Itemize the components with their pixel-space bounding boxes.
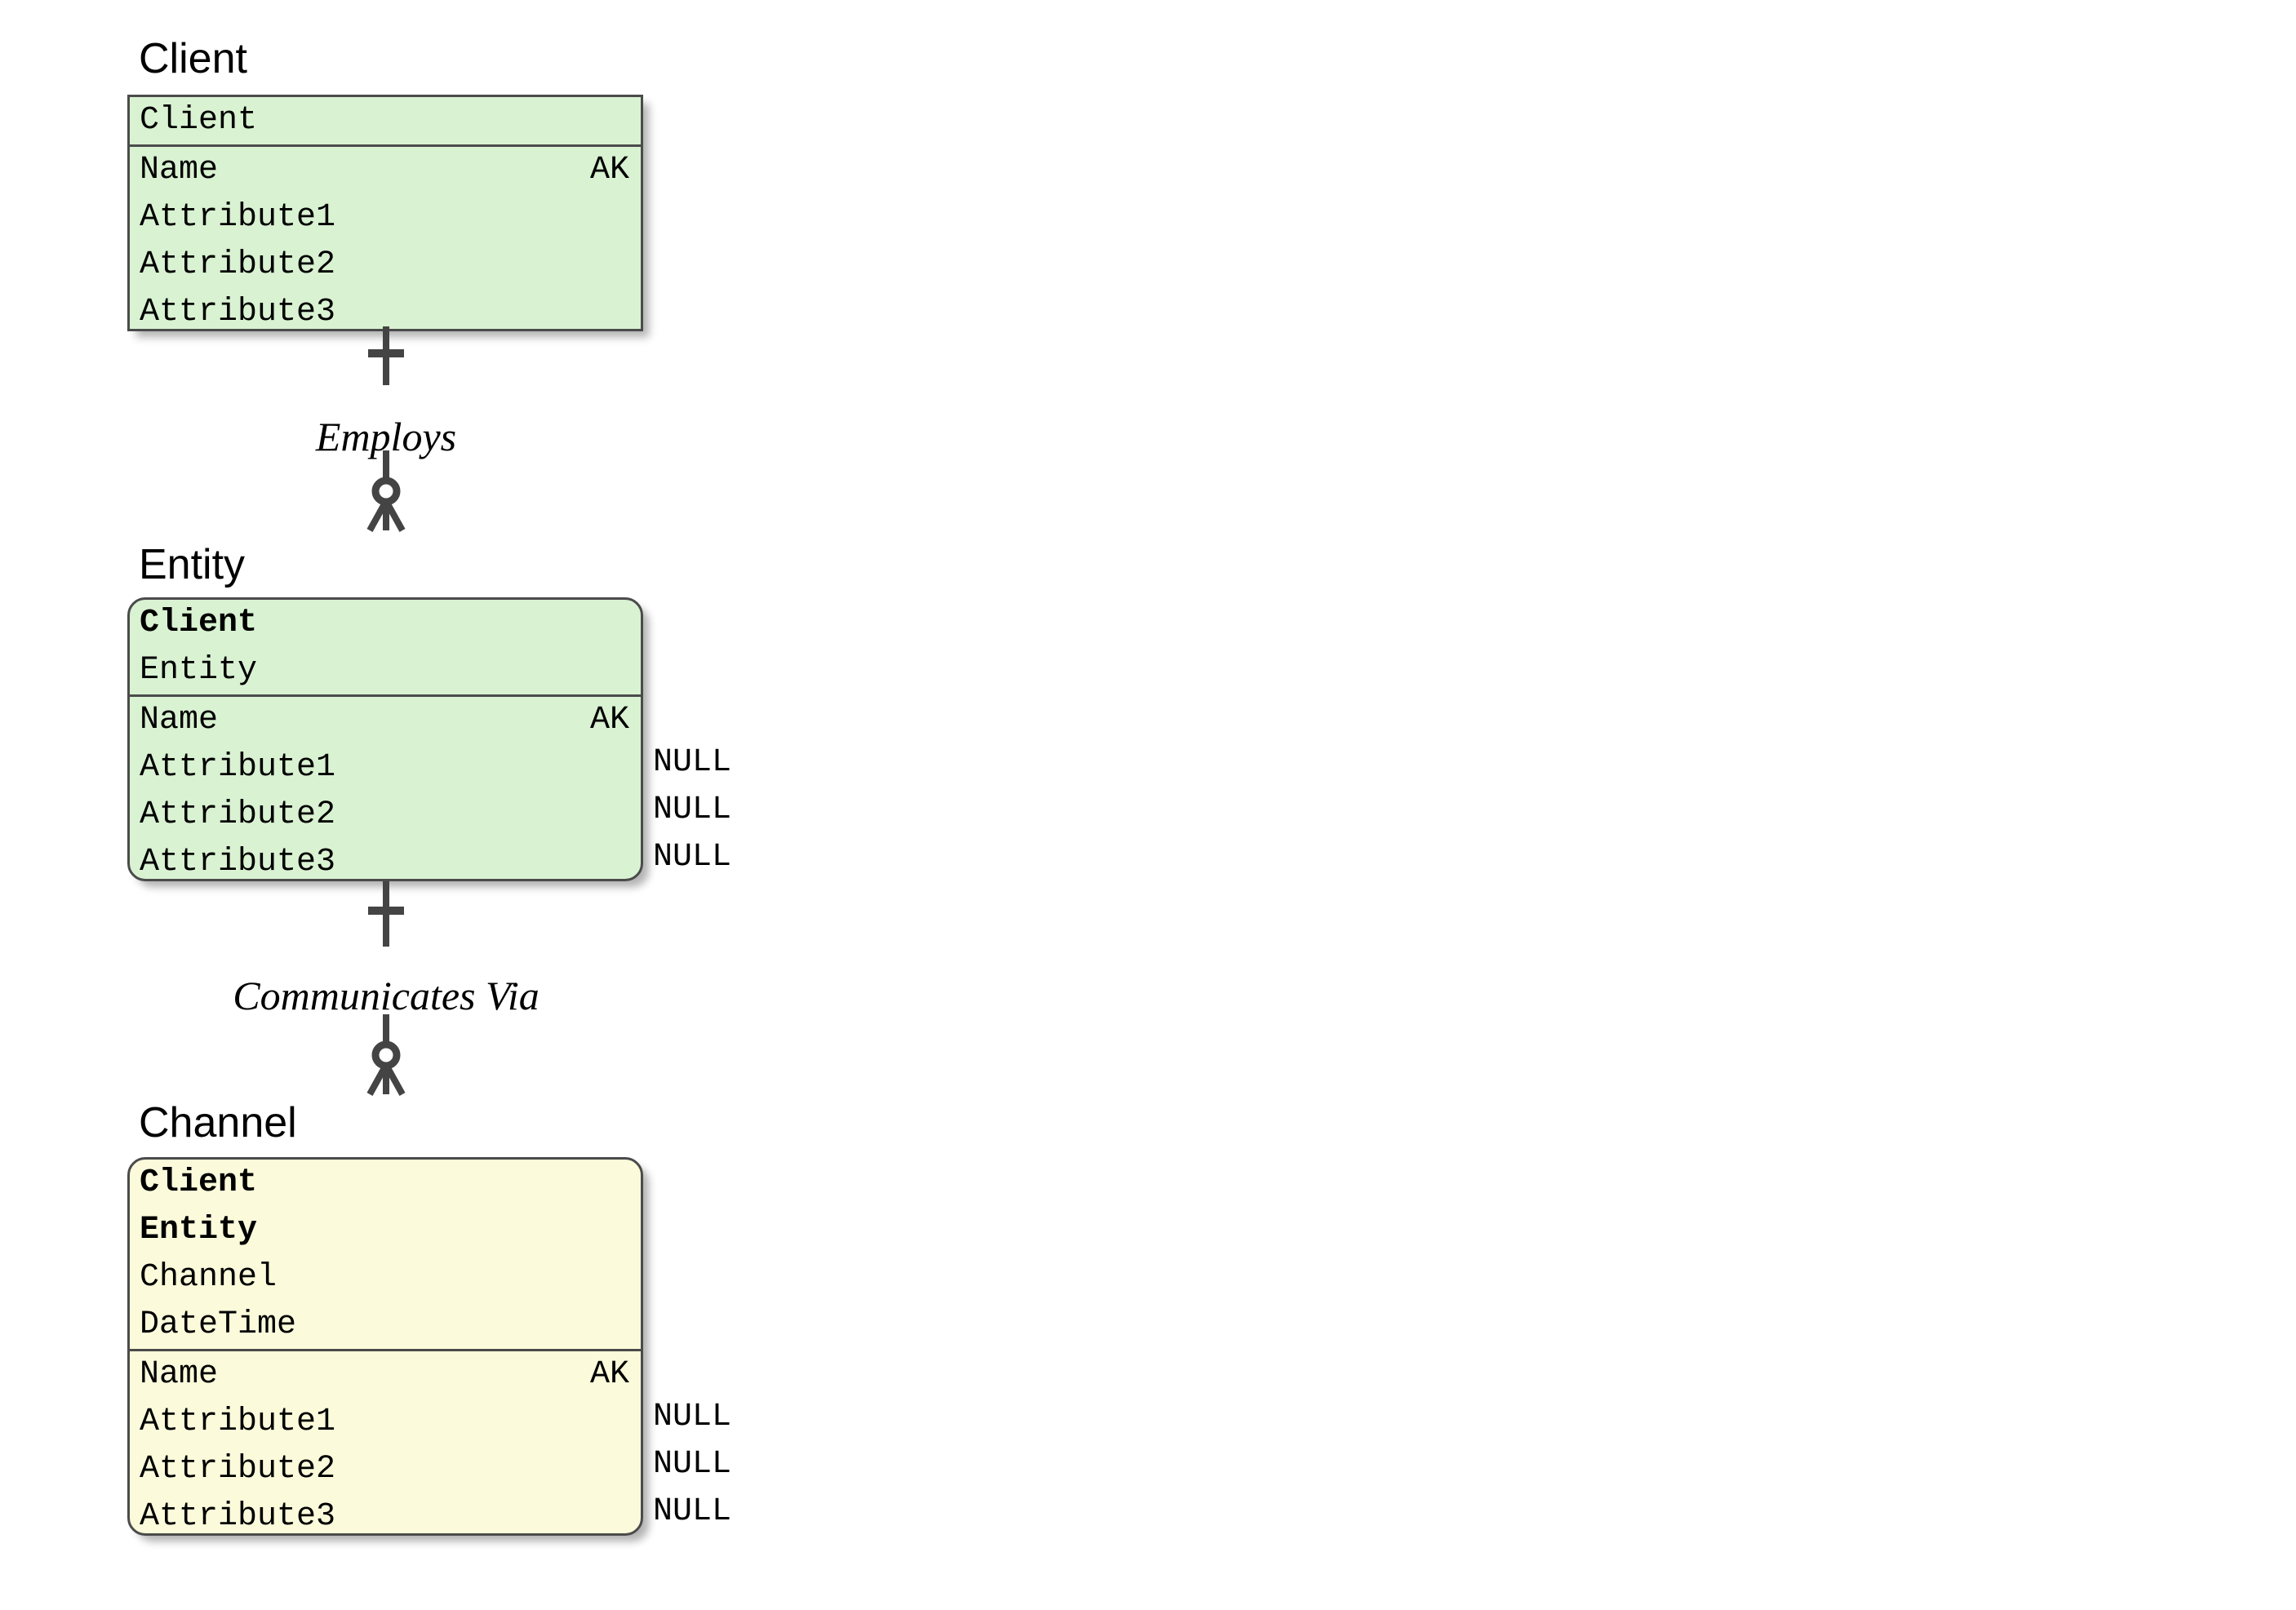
entity-title-entity: Entity xyxy=(139,541,246,588)
relationship-connector-communicates-via xyxy=(366,881,406,1096)
key-section-channel: Client Entity Channel DateTime xyxy=(130,1160,641,1351)
relationship-label-employs: Employs xyxy=(315,414,457,459)
attribute-key-marker: AK xyxy=(589,152,629,188)
nullability-marker: NULL xyxy=(653,1446,732,1483)
attribute-row: Attribute2 xyxy=(140,246,336,283)
relationship-connector-employs xyxy=(366,326,406,532)
attribute-row: Attribute2 xyxy=(140,1451,336,1488)
attribute-section-client: Name AK Attribute1 Attribute2 Attribute3 xyxy=(130,147,641,336)
attribute-row: Name AK xyxy=(130,147,641,194)
attribute-name: Name xyxy=(140,152,219,188)
attribute-section-channel: Name AK Attribute1 Attribute2 Attribute3 xyxy=(130,1351,641,1541)
entity-box-client[interactable]: Client Name AK Attribute1 Attribute2 Att… xyxy=(127,95,643,331)
entity-box-entity[interactable]: Client Entity Name AK Attribute1 Attribu… xyxy=(127,597,643,881)
key-row: DateTime xyxy=(140,1306,297,1343)
nullability-marker: NULL xyxy=(653,1399,732,1435)
key-row: Entity xyxy=(140,652,258,689)
attribute-row: Attribute2 xyxy=(140,796,336,833)
nullability-marker: NULL xyxy=(653,1493,732,1530)
key-section-entity: Client Entity xyxy=(130,600,641,697)
attribute-name: Name xyxy=(140,702,219,738)
attribute-row: Name AK xyxy=(130,1351,641,1399)
attribute-name: Name xyxy=(140,1356,219,1393)
attribute-row: Attribute1 xyxy=(140,749,336,786)
entity-title-client: Client xyxy=(139,35,247,82)
attribute-row: Name AK xyxy=(130,697,641,744)
attribute-row: Attribute3 xyxy=(140,294,336,330)
key-row: Channel xyxy=(140,1259,278,1296)
key-row: Client xyxy=(140,605,258,641)
key-row: Client xyxy=(140,102,258,139)
key-section-client: Client xyxy=(130,97,641,147)
key-row: Entity xyxy=(140,1212,258,1249)
entity-box-channel[interactable]: Client Entity Channel DateTime Name AK A… xyxy=(127,1157,643,1536)
attribute-row: Attribute1 xyxy=(140,199,336,236)
attribute-key-marker: AK xyxy=(589,1356,629,1393)
attribute-key-marker: AK xyxy=(589,702,629,738)
attribute-row: Attribute3 xyxy=(140,844,336,880)
attribute-row: Attribute1 xyxy=(140,1404,336,1440)
attribute-row: Attribute3 xyxy=(140,1498,336,1535)
nullability-marker: NULL xyxy=(653,792,732,828)
attribute-section-entity: Name AK Attribute1 Attribute2 Attribute3 xyxy=(130,697,641,886)
entity-title-channel: Channel xyxy=(139,1099,297,1147)
key-row: Client xyxy=(140,1164,258,1201)
nullability-marker: NULL xyxy=(653,744,732,781)
relationship-label-communicates-via: Communicates Via xyxy=(233,973,540,1018)
nullability-marker: NULL xyxy=(653,839,732,876)
